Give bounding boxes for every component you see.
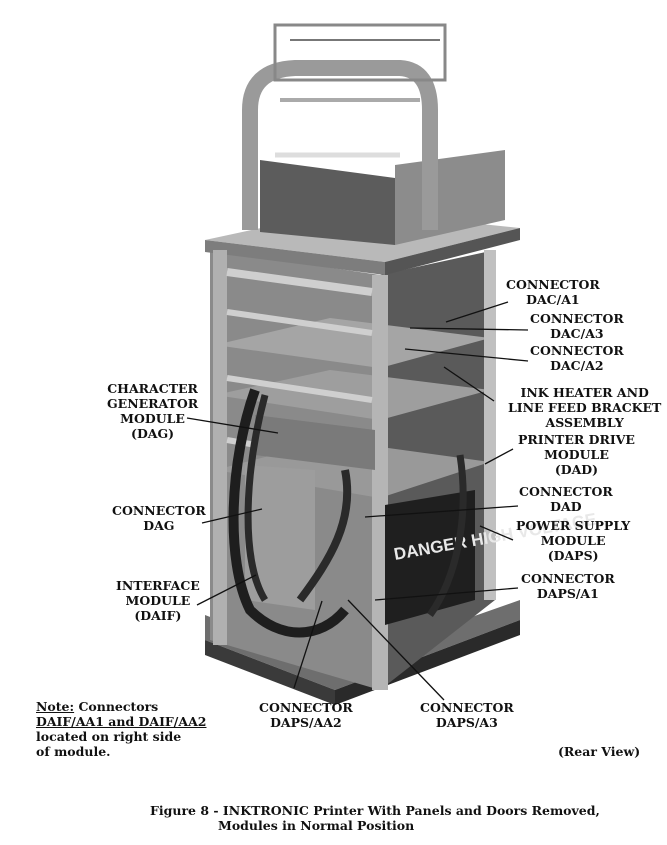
note-line3: located on right side — [36, 729, 182, 744]
power-supply-module — [385, 490, 475, 625]
cable-bundle — [228, 388, 349, 638]
note-line1: Connectors — [74, 699, 159, 714]
note-line2: DAIF/AA1 and DAIF/AA2 — [36, 714, 207, 729]
character-generator-module — [255, 415, 375, 470]
view-label: (Rear View) — [558, 744, 641, 759]
note-line4: of module. — [36, 744, 111, 759]
base-platform — [205, 600, 520, 690]
note-heading: Note: — [36, 699, 75, 714]
caption-line2: Modules in Normal Position — [218, 818, 415, 833]
note-block: Note: Connectors DAIF/AA1 and DAIF/AA2 l… — [36, 699, 206, 759]
paper-arch — [242, 60, 438, 230]
caption-line1: Figure 8 - INKTRONIC Printer With Panels… — [150, 803, 600, 818]
figure-caption: Figure 8 - INKTRONIC Printer With Panels… — [150, 803, 600, 833]
leader-lines — [186, 301, 529, 701]
interface-module — [245, 465, 315, 610]
printer-mechanism — [260, 160, 395, 245]
